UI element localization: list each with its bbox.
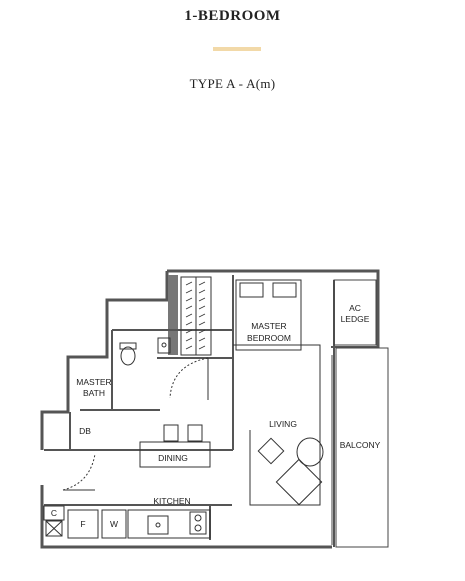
label-ac-ledge-1: AC <box>349 303 361 313</box>
label-cabinet: C <box>51 508 57 518</box>
label-living: LIVING <box>269 419 297 429</box>
dining-table <box>139 441 211 468</box>
label-master-bedroom-2: BEDROOM <box>247 333 291 343</box>
label-fridge: F <box>80 519 85 529</box>
pillow-right <box>272 282 297 298</box>
toilet-tank <box>119 342 137 350</box>
partition-wall <box>168 275 178 355</box>
balcony-outline <box>331 279 389 548</box>
living-outline <box>233 344 321 506</box>
label-dining: DINING <box>158 453 188 463</box>
label-master-bath-1: MASTER <box>76 377 111 387</box>
door-swings <box>62 357 209 491</box>
unit-type-label: TYPE A - A(m) <box>189 76 276 91</box>
label-kitchen: KITCHEN <box>153 496 190 506</box>
wardrobe <box>180 276 212 356</box>
label-ac-ledge-2: LEDGE <box>341 314 370 324</box>
outer-walls <box>40 269 380 549</box>
label-washer: W <box>110 519 118 529</box>
door-leaves <box>63 358 209 491</box>
toilet-bowl <box>120 346 136 366</box>
label-master-bath-2: BATH <box>83 388 105 398</box>
coffee-table <box>296 437 324 467</box>
washer <box>101 509 127 539</box>
fridge <box>67 509 99 539</box>
sofa <box>275 458 323 506</box>
dining-chair-1 <box>163 424 179 442</box>
basin <box>157 337 171 354</box>
label-balcony: BALCONY <box>340 440 381 450</box>
page-title: 1-BEDROOM <box>184 8 281 24</box>
hob-burner-2 <box>194 524 202 532</box>
sink-drain <box>155 522 161 528</box>
cabinet-x <box>45 520 63 537</box>
basin-drain <box>161 342 167 348</box>
accent-bar <box>213 47 261 51</box>
bed <box>235 279 302 351</box>
pillow-left <box>239 282 264 298</box>
dining-chair-2 <box>187 424 203 442</box>
label-db: DB <box>79 426 91 436</box>
label-master-bedroom-1: MASTER <box>251 321 286 331</box>
kitchen-counter <box>127 509 211 539</box>
cabinet <box>43 505 65 521</box>
armchair <box>257 437 285 465</box>
wardrobe-hangers <box>185 281 206 350</box>
hob <box>189 511 207 535</box>
hob-burner-1 <box>194 514 202 522</box>
sink <box>147 515 169 535</box>
